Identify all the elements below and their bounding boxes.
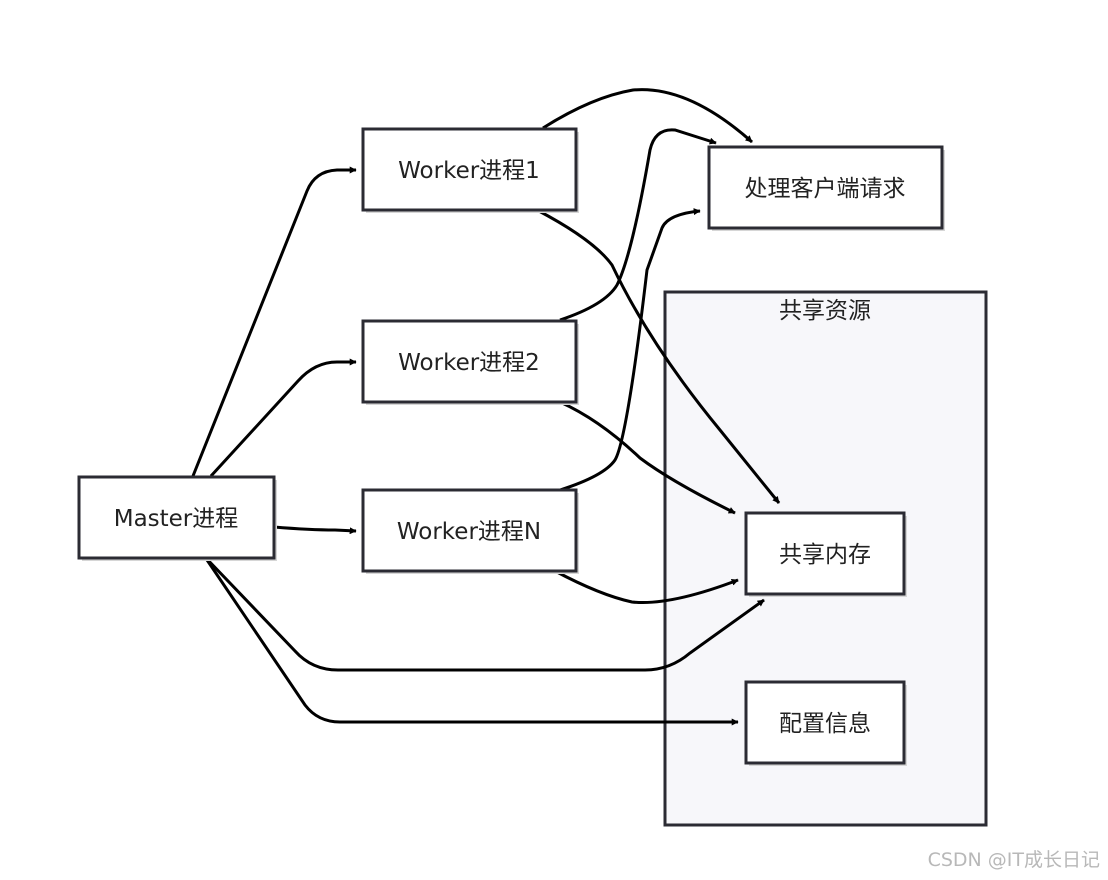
edge-worker1-shm [536,208,781,504]
node-config: 配置信息 [744,680,907,766]
edge-master-worker2 [209,358,357,478]
node-client-label: 处理客户端请求 [745,176,906,202]
edge-master-config [203,556,739,726]
group-label: 共享资源 [779,298,871,324]
node-shm-label: 共享内存 [779,542,871,568]
edge-worker2-shm [559,400,736,515]
node-config-label: 配置信息 [779,711,871,737]
edge-master-workerN [273,525,357,535]
node-worker1-label: Worker进程1 [398,158,540,184]
node-worker2-label: Worker进程2 [398,350,540,376]
watermark: CSDN @IT成长日记 [928,849,1100,871]
node-shm: 共享内存 [744,511,907,597]
edge-worker1-client [542,88,753,144]
edge-master-worker1 [191,166,357,477]
edge-worker2-client [559,128,717,322]
node-worker2: Worker进程2 [361,319,579,405]
node-master: Master进程 [77,475,277,561]
edges [191,88,781,726]
node-master-label: Master进程 [114,506,239,532]
edge-workerN-shm [554,569,739,604]
node-client: 处理客户端请求 [707,145,945,231]
node-worker1: Worker进程1 [361,127,579,213]
edge-master-shm [203,555,765,672]
node-workerN-label: Worker进程N [397,519,541,545]
edge-workerN-client [559,208,701,492]
node-workerN: Worker进程N [361,488,579,574]
